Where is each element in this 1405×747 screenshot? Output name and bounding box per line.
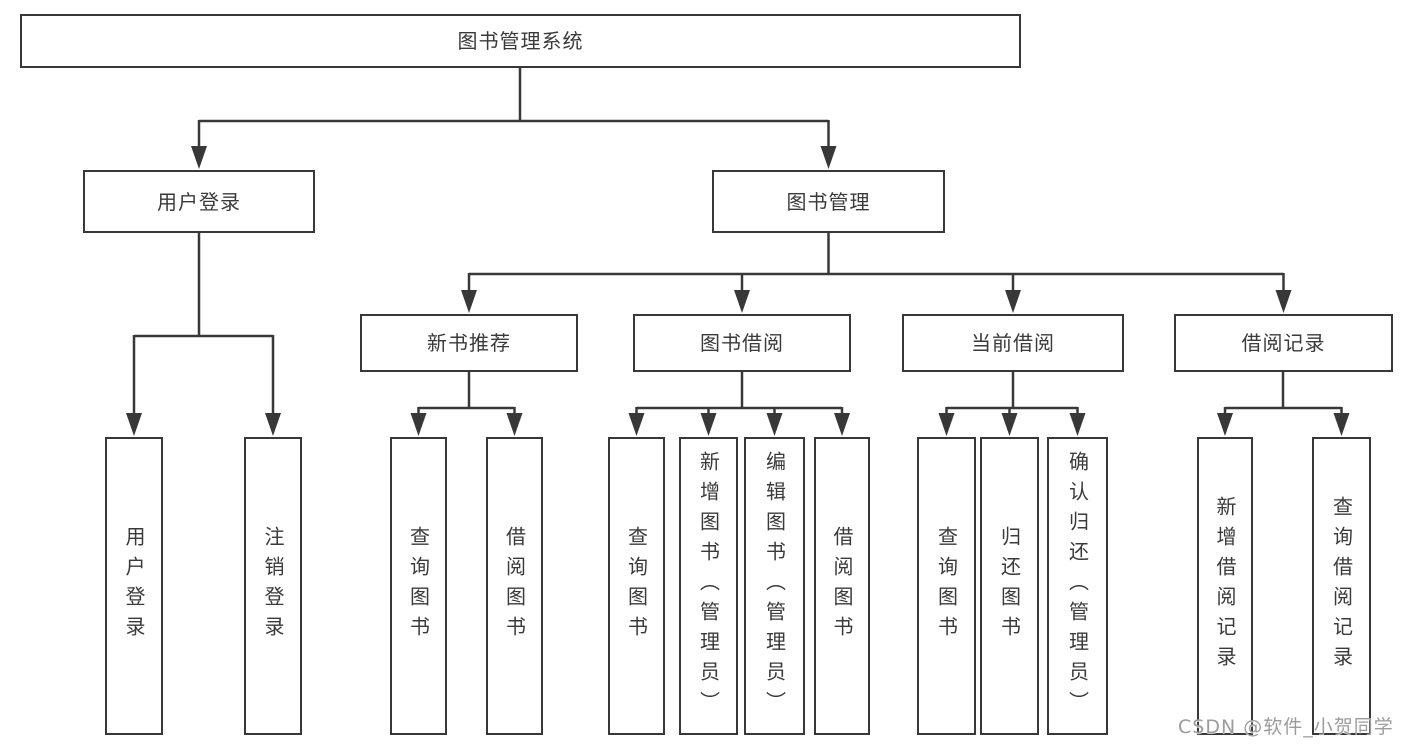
node-label: 借阅记录 xyxy=(1241,331,1326,355)
node-label: 图书管理 xyxy=(786,189,871,214)
node-label: 图书管理系统 xyxy=(457,29,584,53)
node-label: 查询图书 xyxy=(406,526,431,646)
node-return-books: 归还图书 xyxy=(980,437,1039,735)
node-add-borrow-record: 新增借阅记录 xyxy=(1197,437,1253,735)
node-label: 归还图书 xyxy=(997,526,1022,646)
node-label: 查询图书 xyxy=(934,526,959,646)
node-confirm-return-admin: 确认归还（管理员） xyxy=(1047,437,1108,735)
node-query-books: 查询图书 xyxy=(917,437,976,735)
node-borrow-books: 借阅图书 xyxy=(486,437,543,735)
node-label: 确认归还（管理员） xyxy=(1065,451,1090,721)
node-book-management: 图书管理 xyxy=(712,170,945,233)
node-label: 图书借阅 xyxy=(700,331,784,355)
node-label: 查询图书 xyxy=(624,526,649,646)
node-label: 注销登录 xyxy=(261,526,285,646)
node-label: 编辑图书（管理员） xyxy=(762,451,787,721)
node-query-borrow-record: 查询借阅记录 xyxy=(1312,437,1371,735)
node-label: 当前借阅 xyxy=(971,331,1055,355)
node-label: 借阅图书 xyxy=(830,526,854,646)
node-label: 新增图书（管理员） xyxy=(696,451,721,721)
node-label: 查询借阅记录 xyxy=(1329,496,1354,676)
csdn-watermark: CSDN @软件_小贺同学 xyxy=(1178,716,1394,738)
node-current-borrowing: 当前借阅 xyxy=(902,314,1124,372)
node-borrowing-records: 借阅记录 xyxy=(1174,314,1393,372)
node-label: 新增借阅记录 xyxy=(1213,496,1237,676)
node-library-system: 图书管理系统 xyxy=(20,14,1021,68)
node-add-book-admin: 新增图书（管理员） xyxy=(679,437,738,735)
node-user-login: 用户登录 xyxy=(105,437,163,735)
node-borrow-books: 借阅图书 xyxy=(814,437,870,735)
node-book-borrowing: 图书借阅 xyxy=(633,314,851,372)
node-label: 借阅图书 xyxy=(502,526,527,646)
node-query-books: 查询图书 xyxy=(390,437,447,735)
node-label: 用户登录 xyxy=(157,189,241,214)
node-edit-book-admin: 编辑图书（管理员） xyxy=(744,437,805,735)
node-label: 用户登录 xyxy=(122,526,146,646)
node-query-books: 查询图书 xyxy=(608,437,665,735)
node-label: 新书推荐 xyxy=(427,331,511,355)
node-new-book-recommendation: 新书推荐 xyxy=(360,314,578,372)
node-user-login-branch: 用户登录 xyxy=(83,170,315,233)
node-logout: 注销登录 xyxy=(244,437,302,735)
